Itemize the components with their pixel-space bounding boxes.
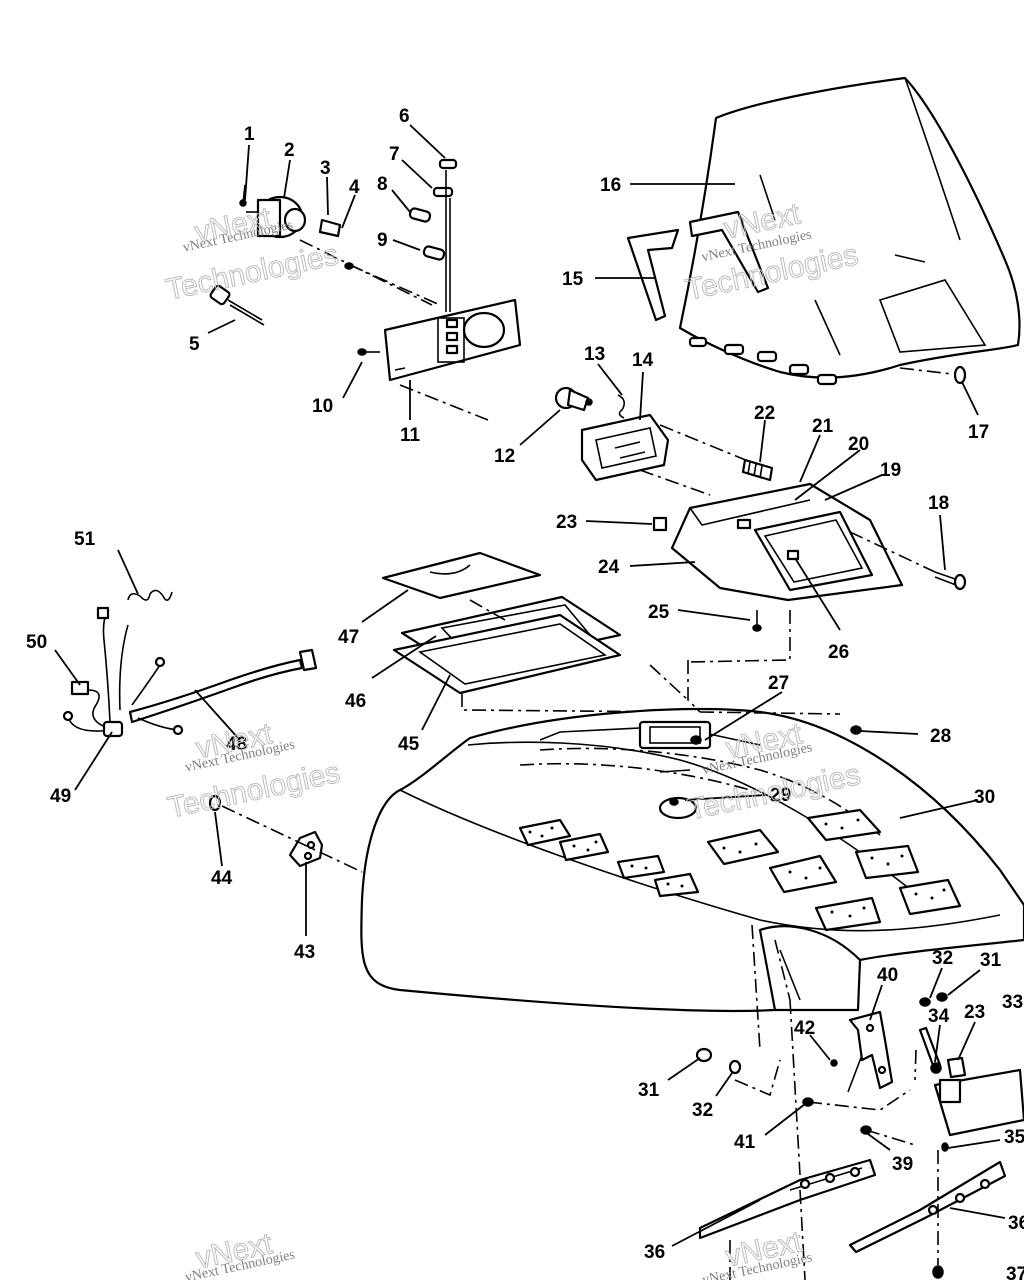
callout-33: 33 bbox=[1002, 992, 1023, 1013]
pod-screw bbox=[752, 610, 762, 632]
callout-35: 35 bbox=[1004, 1127, 1024, 1148]
callout-9: 9 bbox=[377, 230, 388, 251]
callout-22: 22 bbox=[754, 403, 775, 424]
side-panel-left bbox=[698, 1158, 877, 1240]
watermark-mid-left: vNext Technologies vNext Technologies bbox=[164, 717, 343, 826]
callout-6: 6 bbox=[399, 106, 410, 127]
callout-11: 11 bbox=[400, 425, 421, 446]
callout-31: 31 bbox=[980, 950, 1002, 971]
tachometer-gauge bbox=[239, 184, 307, 239]
wiring-harness bbox=[62, 589, 318, 738]
callout-45: 45 bbox=[398, 734, 420, 755]
callout-51: 51 bbox=[74, 529, 96, 550]
callout-24: 24 bbox=[598, 557, 620, 578]
callout-36-right: 36 bbox=[1008, 1213, 1024, 1234]
callout-16: 16 bbox=[600, 175, 621, 196]
callout-5: 5 bbox=[189, 334, 200, 355]
latch-plate bbox=[933, 1056, 1024, 1137]
callout-19: 19 bbox=[880, 460, 901, 481]
callout-15: 15 bbox=[562, 269, 584, 290]
pod-bolt bbox=[849, 531, 967, 591]
callout-34: 34 bbox=[928, 1006, 950, 1027]
callout-23: 23 bbox=[556, 512, 577, 533]
gasket-top bbox=[381, 551, 542, 600]
hood-bracket bbox=[288, 830, 324, 868]
side-panel-right bbox=[848, 1150, 1007, 1279]
rivet bbox=[208, 794, 363, 873]
callout-4: 4 bbox=[349, 177, 360, 198]
watermark-bottom-left: vNext Technologies vNext bbox=[184, 1227, 297, 1280]
panel-screw bbox=[357, 348, 489, 421]
headlight-bulb bbox=[554, 386, 593, 412]
callout-20: 20 bbox=[848, 434, 869, 455]
callout-44: 44 bbox=[211, 868, 233, 889]
callout-23-lower: 23 bbox=[964, 1002, 985, 1023]
callout-26: 26 bbox=[828, 642, 849, 663]
callout-25: 25 bbox=[648, 602, 670, 623]
watermark-top-left: vNext Technologies vNext Technologies bbox=[163, 201, 342, 308]
callout-31-lower: 31 bbox=[638, 1080, 660, 1101]
callout-14: 14 bbox=[632, 350, 654, 371]
instrument-panel bbox=[383, 298, 522, 382]
callout-12: 12 bbox=[494, 446, 515, 467]
adjuster-spring bbox=[741, 458, 774, 482]
callout-29: 29 bbox=[770, 785, 791, 806]
headlight-lens bbox=[580, 413, 771, 496]
hood-fasteners bbox=[669, 725, 862, 806]
windshield-trim bbox=[626, 210, 770, 322]
windshield-fastener bbox=[899, 365, 967, 385]
grille-texture bbox=[528, 818, 946, 918]
indicator-lights bbox=[408, 158, 458, 312]
callout-21: 21 bbox=[812, 416, 834, 437]
callout-48: 48 bbox=[226, 734, 247, 755]
callout-28: 28 bbox=[930, 726, 951, 747]
callout-50: 50 bbox=[26, 632, 47, 653]
gasket-bottom bbox=[392, 613, 691, 713]
callout-32-lower: 32 bbox=[692, 1100, 713, 1121]
callout-42: 42 bbox=[794, 1018, 815, 1039]
callout-41: 41 bbox=[734, 1132, 756, 1153]
hinge-bracket bbox=[847, 1010, 894, 1093]
callout-46: 46 bbox=[345, 691, 366, 712]
callout-39: 39 bbox=[892, 1154, 913, 1175]
callout-3: 3 bbox=[320, 158, 331, 179]
callout-10: 10 bbox=[312, 396, 333, 417]
callout-18: 18 bbox=[928, 493, 949, 514]
callout-labels: 1 2 3 4 5 6 7 8 9 10 11 12 13 14 15 16 1… bbox=[26, 106, 1024, 1280]
callout-43: 43 bbox=[294, 942, 315, 963]
callout-37: 37 bbox=[1006, 1264, 1024, 1280]
callout-8: 8 bbox=[377, 174, 388, 195]
callout-13: 13 bbox=[584, 344, 605, 365]
gauge-bracket bbox=[299, 218, 441, 306]
callout-47: 47 bbox=[338, 627, 359, 648]
callout-40: 40 bbox=[877, 965, 898, 986]
callout-2: 2 bbox=[284, 140, 295, 161]
callout-49: 49 bbox=[50, 786, 71, 807]
callout-36: 36 bbox=[644, 1242, 665, 1263]
headlight-pod bbox=[670, 482, 904, 602]
callout-17: 17 bbox=[968, 422, 989, 443]
callout-30: 30 bbox=[974, 787, 995, 808]
vertical-guide-lines bbox=[729, 999, 806, 1280]
nuts-and-washers bbox=[695, 992, 949, 1152]
hood bbox=[360, 610, 1024, 1051]
leader-lines bbox=[54, 124, 1006, 1247]
bulb-clip bbox=[617, 394, 626, 419]
switch-knob bbox=[209, 284, 265, 326]
callout-1: 1 bbox=[244, 124, 255, 145]
callout-7: 7 bbox=[389, 144, 400, 165]
callout-27: 27 bbox=[768, 673, 789, 694]
callout-32: 32 bbox=[932, 948, 953, 969]
windshield bbox=[678, 76, 1021, 386]
pod-nut bbox=[652, 516, 668, 532]
